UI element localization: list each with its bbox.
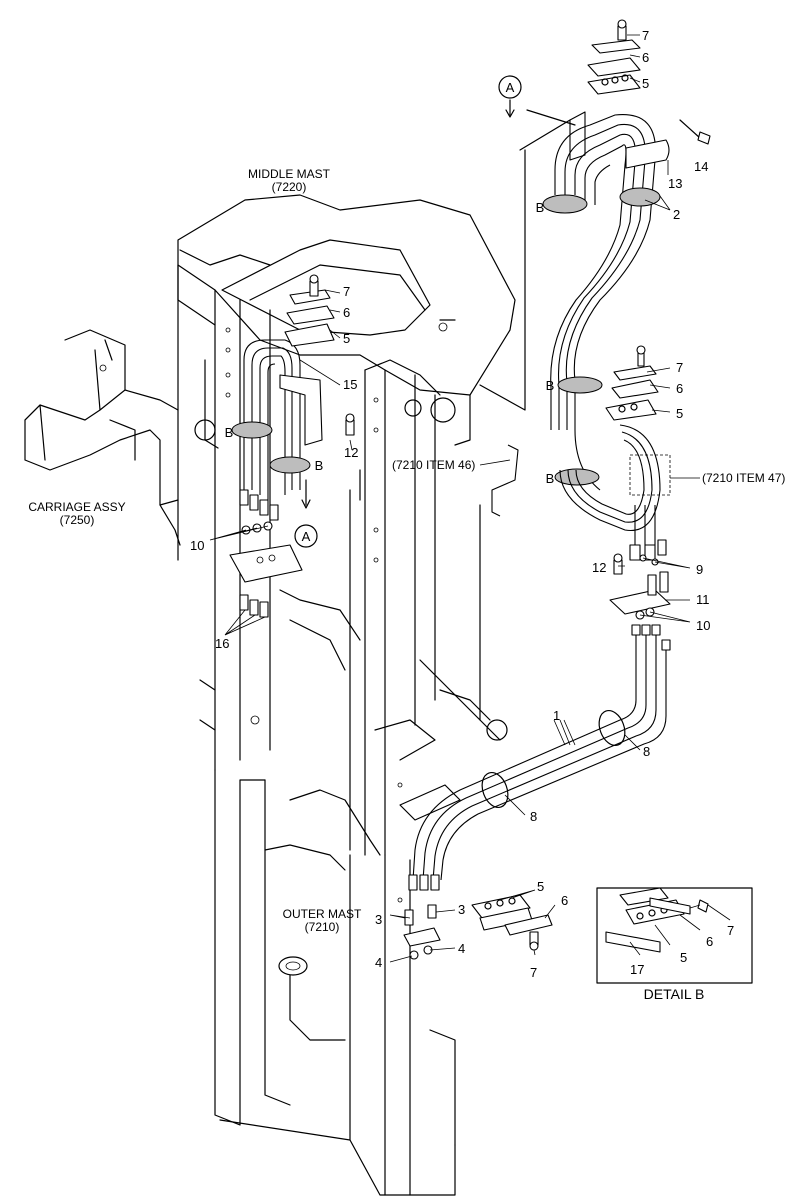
callout-3a: 3 xyxy=(375,912,382,927)
b-label-5: B xyxy=(315,458,324,473)
b-label-3: B xyxy=(546,471,555,486)
detail-b-box xyxy=(596,887,753,984)
callout-12b: 12 xyxy=(344,445,358,460)
callout-5c: 5 xyxy=(343,331,350,346)
ref-item-47: (7210 ITEM 47) xyxy=(702,471,785,485)
callout-9: 9 xyxy=(696,562,703,577)
callout-7d: 7 xyxy=(530,965,537,980)
callout-6b: 6 xyxy=(676,381,683,396)
outer-mast xyxy=(199,589,508,1196)
callout-12a: 12 xyxy=(592,560,606,575)
outer-mast-name: OUTER MAST xyxy=(283,907,362,921)
callout-13: 13 xyxy=(668,176,682,191)
middle-mast-name: MIDDLE MAST xyxy=(248,167,331,181)
bracket-11 xyxy=(609,553,671,620)
view-a-top-marker xyxy=(498,75,522,118)
callout-6a: 6 xyxy=(642,50,649,65)
callout-5d: 5 xyxy=(537,879,544,894)
ref-item-46: (7210 ITEM 46) xyxy=(392,458,475,472)
outer-mast-code: (7210) xyxy=(305,920,340,934)
callout-7a: 7 xyxy=(642,28,649,43)
carriage-name: CARRIAGE ASSY xyxy=(28,500,125,514)
callout-3b: 3 xyxy=(458,902,465,917)
section-b-marker-carriage-lower xyxy=(269,456,311,474)
callout-5e: 5 xyxy=(680,950,687,965)
callout-10b: 10 xyxy=(190,538,204,553)
callout-5b: 5 xyxy=(676,406,683,421)
middle-mast-frame xyxy=(177,194,516,446)
bolt-14 xyxy=(679,119,711,145)
callout-15: 15 xyxy=(343,377,357,392)
b-label-1: B xyxy=(536,200,545,215)
b-label-4: B xyxy=(225,425,234,440)
middle-mast-right-rail xyxy=(349,359,456,856)
callout-4a: 4 xyxy=(375,955,382,970)
section-b-marker-carriage-upper xyxy=(231,421,273,439)
callout-7c: 7 xyxy=(343,284,350,299)
bracket-15 xyxy=(279,374,323,446)
assembly-labels: MIDDLE MAST (7220) CARRIAGE ASSY (7250) … xyxy=(28,167,785,1002)
lower-fittings xyxy=(403,894,553,960)
callout-16: 16 xyxy=(215,636,229,651)
middle-mast-hoses xyxy=(229,274,355,618)
callout-7b: 7 xyxy=(676,360,683,375)
section-b-marker-mid xyxy=(557,376,603,394)
middle-mast-left-rail xyxy=(177,249,271,771)
callout-4b: 4 xyxy=(458,941,465,956)
view-a-bottom-marker xyxy=(294,524,318,548)
callout-6e: 6 xyxy=(706,934,713,949)
mid-clamp-stack xyxy=(605,345,659,421)
callout-11: 11 xyxy=(696,592,710,607)
section-b-marker-upper-left xyxy=(542,194,588,214)
callout-leaders xyxy=(209,34,700,963)
middle-mast-code: (7220) xyxy=(272,180,307,194)
callout-1: 1 xyxy=(553,708,560,723)
item-46-bracket xyxy=(479,444,519,721)
section-b-marker-upper-right xyxy=(619,187,661,207)
detail-b-title: DETAIL B xyxy=(644,986,705,1002)
callout-8a: 8 xyxy=(643,744,650,759)
callout-6c: 6 xyxy=(343,305,350,320)
lower-bracket-plate xyxy=(229,544,303,583)
callout-10a: 10 xyxy=(696,618,710,633)
callout-5a: 5 xyxy=(642,76,649,91)
top-clamp-stack xyxy=(587,19,641,95)
callout-17: 17 xyxy=(630,962,644,977)
upper-hose-loop xyxy=(479,109,671,561)
lower-hoses xyxy=(408,624,671,891)
callout-2: 2 xyxy=(673,207,680,222)
view-a-label-bottom: A xyxy=(302,529,311,544)
view-a-label-top: A xyxy=(506,80,515,95)
callout-8b: 8 xyxy=(530,809,537,824)
carriage-code: (7250) xyxy=(60,513,95,527)
callout-numbers: 7 6 5 14 13 2 7 6 5 12 9 11 10 1 8 8 7 6… xyxy=(190,28,734,980)
carriage-assy xyxy=(24,329,216,546)
callout-14: 14 xyxy=(694,159,708,174)
marker-letters: A A B B B B B xyxy=(225,80,555,544)
callout-6d: 6 xyxy=(561,893,568,908)
callout-7e: 7 xyxy=(727,923,734,938)
b-label-2: B xyxy=(546,378,555,393)
